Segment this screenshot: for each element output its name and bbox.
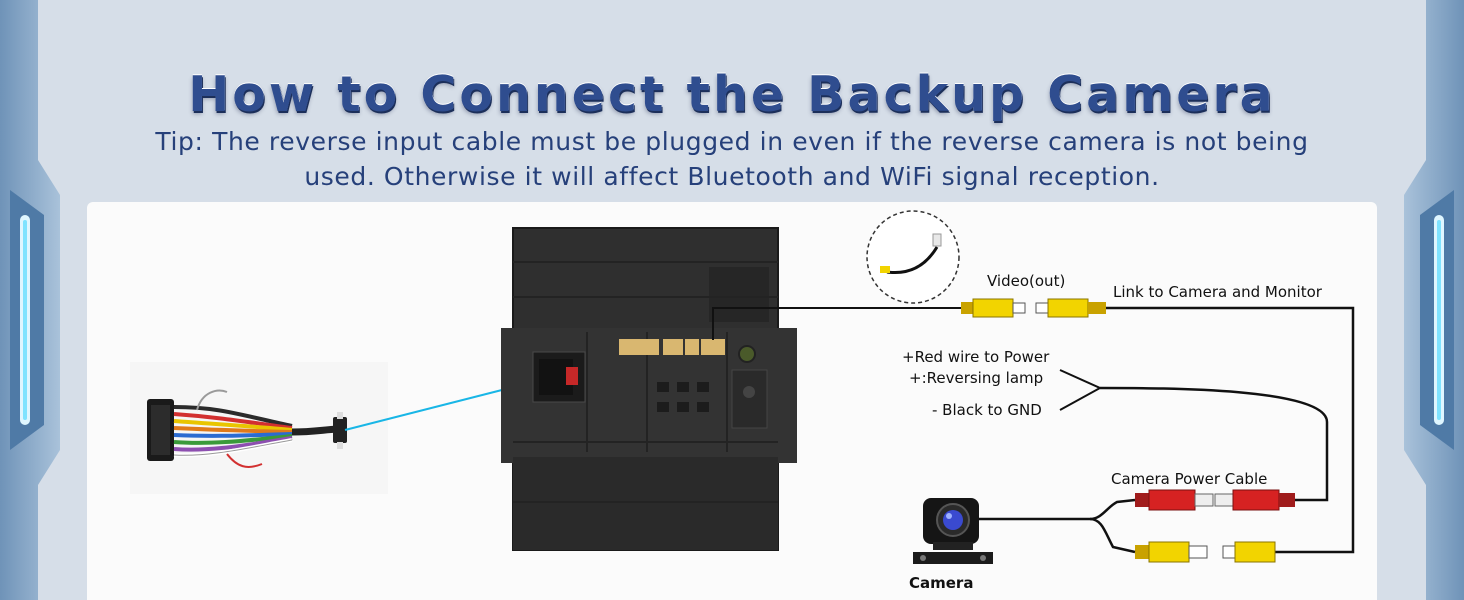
rca-video-out-connector [961,298,1026,318]
backup-camera-image [913,498,993,564]
camera-cable-line [977,498,1136,521]
wiring-harness-image [130,362,388,494]
page-title: How to Connect the Backup Camera [188,66,1276,123]
power-cable-label: Camera Power Cable [1111,470,1267,488]
black-wire-label: - Black to GND [932,401,1042,419]
camera-label: Camera [909,574,973,592]
left-frame-decoration [0,0,60,600]
video-out-line [712,307,961,340]
diagram-panel: Video(out) Link to Camera and Monitor +R… [87,202,1377,600]
tip-text: Tip: The reverse input cable must be plu… [155,127,1309,191]
camera-monitor-route-line [1106,306,1355,554]
right-frame-decoration [1404,0,1464,600]
power-route-line [1099,386,1329,502]
rca-cable-detail-icon [866,210,960,304]
reversing-lamp-label: +:Reversing lamp [909,369,1043,387]
red-wire-label: +Red wire to Power [902,348,1050,366]
power-split-lines [1059,369,1103,411]
camera-power-red-connector [1135,489,1295,511]
camera-video-yellow-connector [1135,541,1276,563]
head-unit-back-image [501,227,797,551]
rca-camera-link-connector [1035,298,1106,318]
link-label: Link to Camera and Monitor [1113,283,1323,301]
wiring-diagram: Video(out) Link to Camera and Monitor +R… [130,210,1355,592]
video-out-label: Video(out) [987,272,1065,290]
